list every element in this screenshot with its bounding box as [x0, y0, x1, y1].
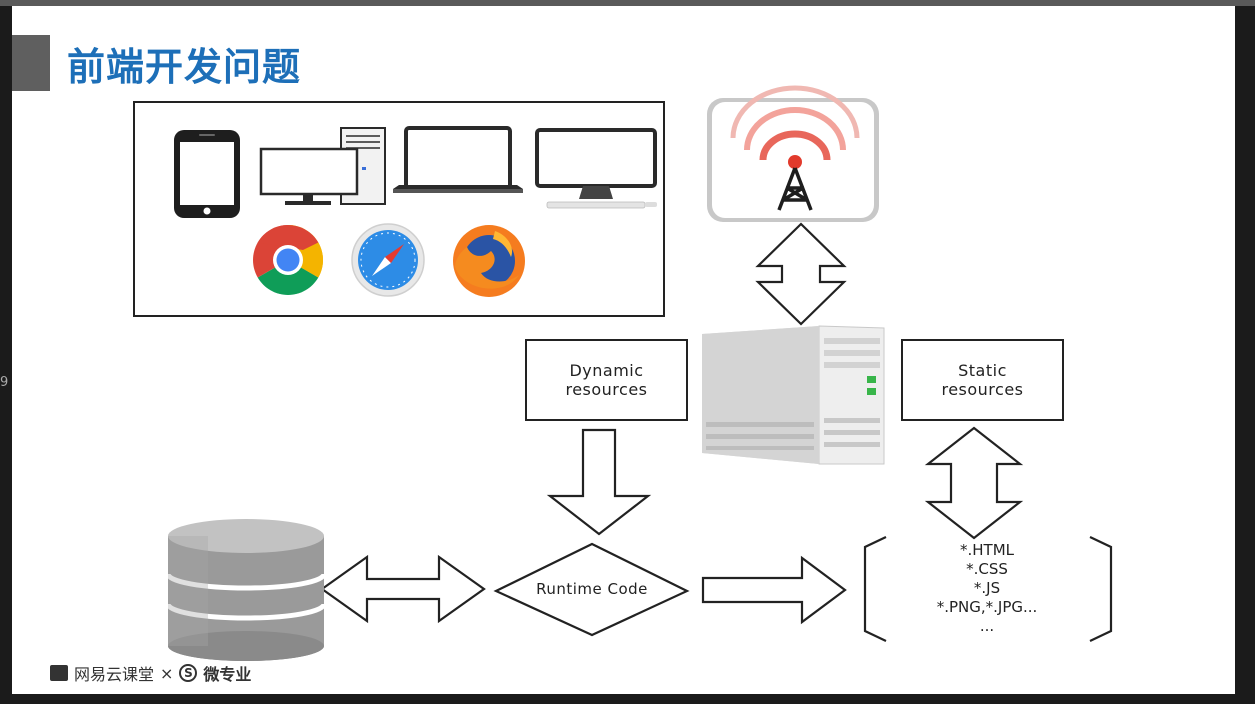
- slide: 前端开发问题: [12, 6, 1235, 694]
- file-list-left-bracket: [863, 536, 887, 642]
- slide-title: 前端开发问题: [67, 45, 302, 89]
- static-box-line2: resources: [941, 380, 1024, 399]
- footer-times: ×: [160, 663, 174, 683]
- file-html: *.HTML: [959, 541, 1014, 559]
- server-icon: [702, 325, 885, 465]
- static-files-arrow: [924, 426, 1024, 540]
- database-icon: [165, 519, 327, 661]
- database-runtime-arrow: [320, 554, 486, 624]
- footer-partner: 微专业: [203, 665, 252, 684]
- phone-icon: [174, 130, 240, 218]
- footer-brand: 网易云课堂: [74, 665, 155, 684]
- runtime-code-label: Runtime Code: [536, 580, 648, 598]
- safari-icon: [351, 223, 425, 297]
- footer-watermark: 网易云课堂 × S 微专业: [50, 661, 251, 685]
- firefox-icon: [453, 225, 525, 297]
- desktop-tower-icon: [259, 127, 386, 205]
- tower-server-arrow: [755, 222, 847, 326]
- file-images: *.PNG,*.JPG...: [936, 598, 1038, 616]
- chrome-icon: [253, 225, 323, 295]
- runtime-files-arrow: [701, 555, 847, 625]
- dynamic-box-line1: Dynamic: [569, 361, 644, 380]
- file-list-right-bracket: [1089, 536, 1113, 642]
- file-list: *.HTML *.CSS *.JS *.PNG,*.JPG... ...: [912, 541, 1062, 636]
- file-more: ...: [979, 617, 995, 635]
- static-box-line1: Static: [958, 361, 1007, 380]
- imac-icon: [535, 128, 657, 209]
- window-top-strip: [0, 0, 1255, 6]
- s-logo-icon: S: [179, 664, 198, 682]
- slide-side-number: 9: [0, 375, 9, 390]
- file-css: *.CSS: [966, 560, 1008, 578]
- laptop-icon: [393, 126, 523, 193]
- file-js: *.JS: [973, 579, 1001, 597]
- book-icon: [50, 665, 68, 681]
- clients-box: [133, 101, 665, 317]
- dynamic-box-line2: resources: [565, 380, 648, 399]
- dynamic-runtime-arrow: [546, 428, 652, 536]
- title-accent-bar: [12, 35, 50, 91]
